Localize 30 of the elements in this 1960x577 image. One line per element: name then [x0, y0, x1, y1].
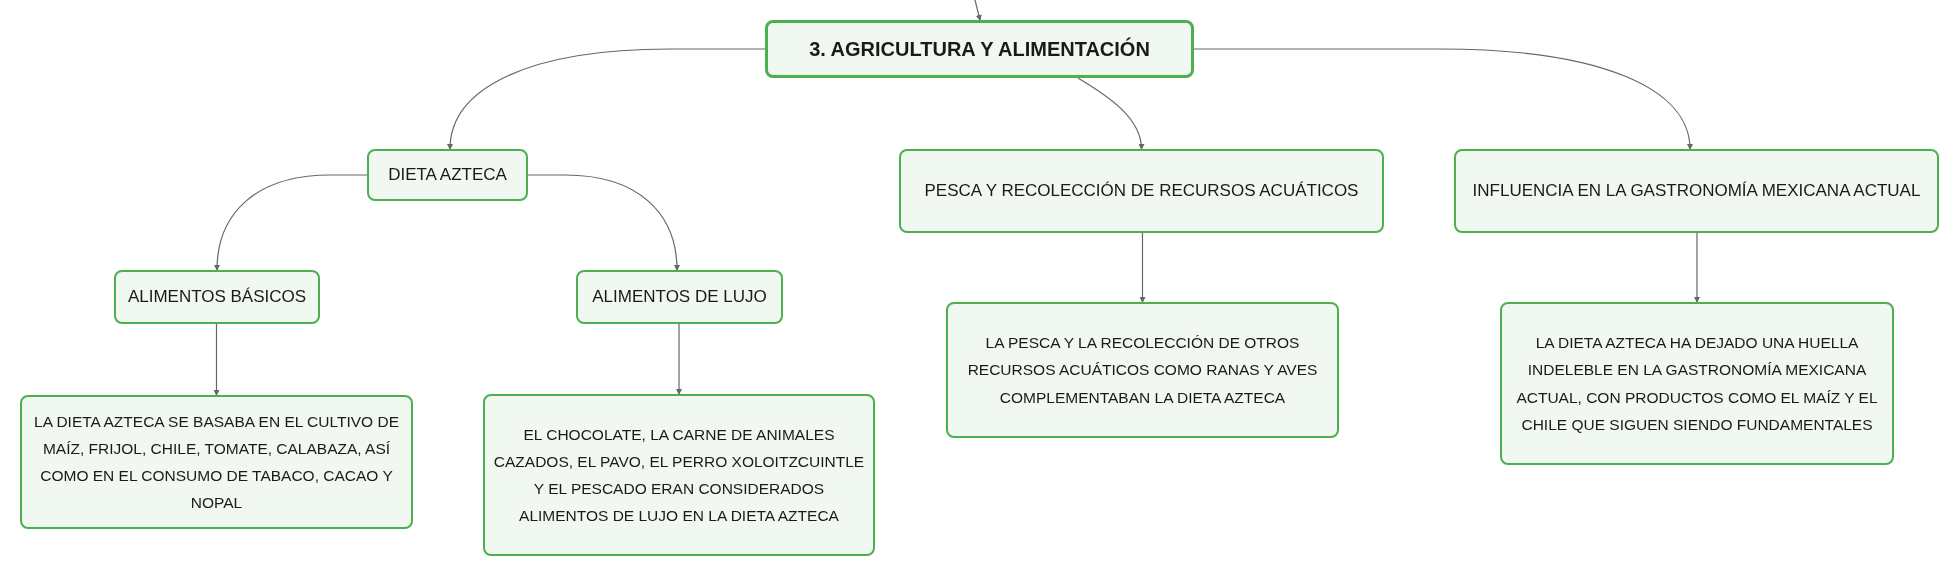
- connector: [1193, 48, 1693, 150]
- node-text: PESCA Y RECOLECCIÓN DE RECURSOS ACUÁTICOS: [924, 180, 1359, 203]
- node-text: EL CHOCOLATE, LA CARNE DE ANIMALES CAZADOS, EL PAVO, EL PERRO XOLOITZCUINTLE Y EL PESCADO ERAN CONSIDERADOS ALIMENTOS DE LUJO EN LA DIETA AZTECA: [493, 424, 865, 527]
- detail-box: [20, 395, 413, 529]
- node-text: 3. AGRICULTURA Y ALIMENTACIÓN: [809, 36, 1150, 62]
- node-text: LA DIETA AZTECA SE BASABA EN EL CULTIVO DE MAÍZ, FRIJOL, CHILE, TOMATE, CALABAZA, ASÍ COMO EN EL CONSUMO DE TABACO, CACAO Y NOPAL: [33, 411, 400, 514]
- node-text: DIETA AZTECA: [388, 164, 507, 187]
- connector: [1694, 232, 1700, 303]
- connector: [213, 323, 220, 396]
- connector: [1139, 232, 1146, 303]
- subtopic-box: [899, 149, 1384, 233]
- detail-box: [946, 302, 1339, 438]
- connector: [676, 323, 682, 395]
- node-text: ALIMENTOS BÁSICOS: [127, 286, 307, 309]
- connector: [1077, 77, 1145, 150]
- node-text: LA DIETA AZTECA HA DEJADO UNA HUELLA INDELEBLE EN LA GASTRONOMÍA MEXICANA ACTUAL, CON PRODUCTOS COMO EL MAÍZ Y EL CHILE QUE SIGUEN SIENDO FUNDAMENTALES: [1515, 333, 1879, 435]
- connector: [974, 0, 982, 21]
- detail-box: [1500, 302, 1894, 465]
- subtopic-box: [114, 270, 320, 324]
- node-text: ALIMENTOS DE LUJO: [592, 286, 767, 309]
- subtopic-box: [367, 149, 528, 201]
- node-text: LA PESCA Y LA RECOLECCIÓN DE OTROS RECURSOS ACUÁTICOS COMO RANAS Y AVES COMPLEMENTABAN LA DIETA AZTECA: [966, 333, 1319, 408]
- node-text: INFLUENCIA EN LA GASTRONOMÍA MEXICANA ACTUAL: [1472, 180, 1921, 203]
- detail-box: [483, 394, 875, 556]
- connector: [447, 48, 766, 150]
- subtopic-box: [1454, 149, 1939, 233]
- connector: [214, 174, 368, 271]
- connector: [527, 174, 680, 271]
- topic-box: [765, 20, 1194, 78]
- subtopic-box: [576, 270, 783, 324]
